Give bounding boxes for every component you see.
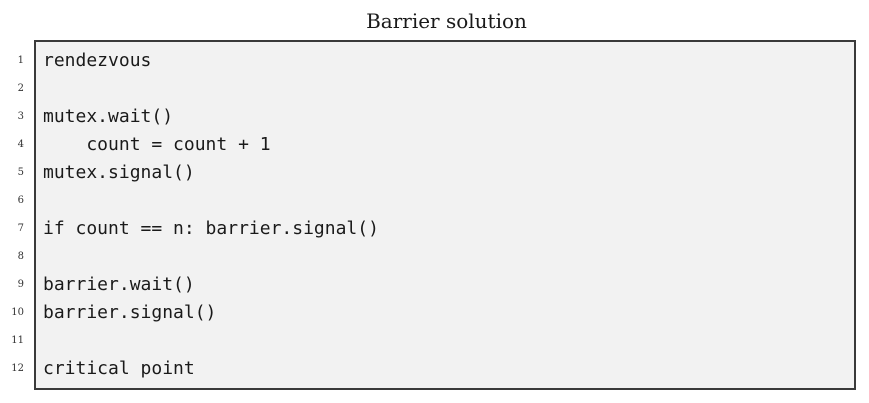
line-number: 2 — [17, 83, 24, 94]
line-number: 1 — [17, 55, 24, 66]
code-line — [43, 327, 379, 355]
code-line: count = count + 1 — [43, 134, 271, 155]
line-number: 4 — [17, 139, 24, 150]
code-line — [43, 243, 379, 271]
code-line — [43, 75, 379, 103]
line-number: 6 — [17, 195, 24, 206]
code-body: rendezvous mutex.wait() count = count + … — [43, 47, 379, 383]
code-line: barrier.wait() — [43, 274, 195, 295]
line-number: 11 — [11, 335, 24, 346]
line-number-gutter: 1 2 3 4 5 6 7 8 9 10 11 12 — [0, 47, 24, 383]
listing-caption: Barrier solution — [366, 9, 527, 33]
code-line: if count == n: barrier.signal() — [43, 218, 379, 239]
code-line: mutex.signal() — [43, 162, 195, 183]
line-number: 8 — [17, 251, 24, 262]
code-line: critical point — [43, 358, 195, 379]
line-number: 5 — [17, 167, 24, 178]
code-line — [43, 187, 379, 215]
code-listing-box — [34, 40, 856, 390]
line-number: 9 — [17, 279, 24, 290]
code-line: rendezvous — [43, 50, 152, 71]
line-number: 12 — [11, 363, 24, 374]
code-line: mutex.wait() — [43, 106, 174, 127]
line-number: 3 — [17, 111, 24, 122]
code-line: barrier.signal() — [43, 302, 217, 323]
line-number: 7 — [17, 223, 24, 234]
line-number: 10 — [11, 307, 24, 318]
